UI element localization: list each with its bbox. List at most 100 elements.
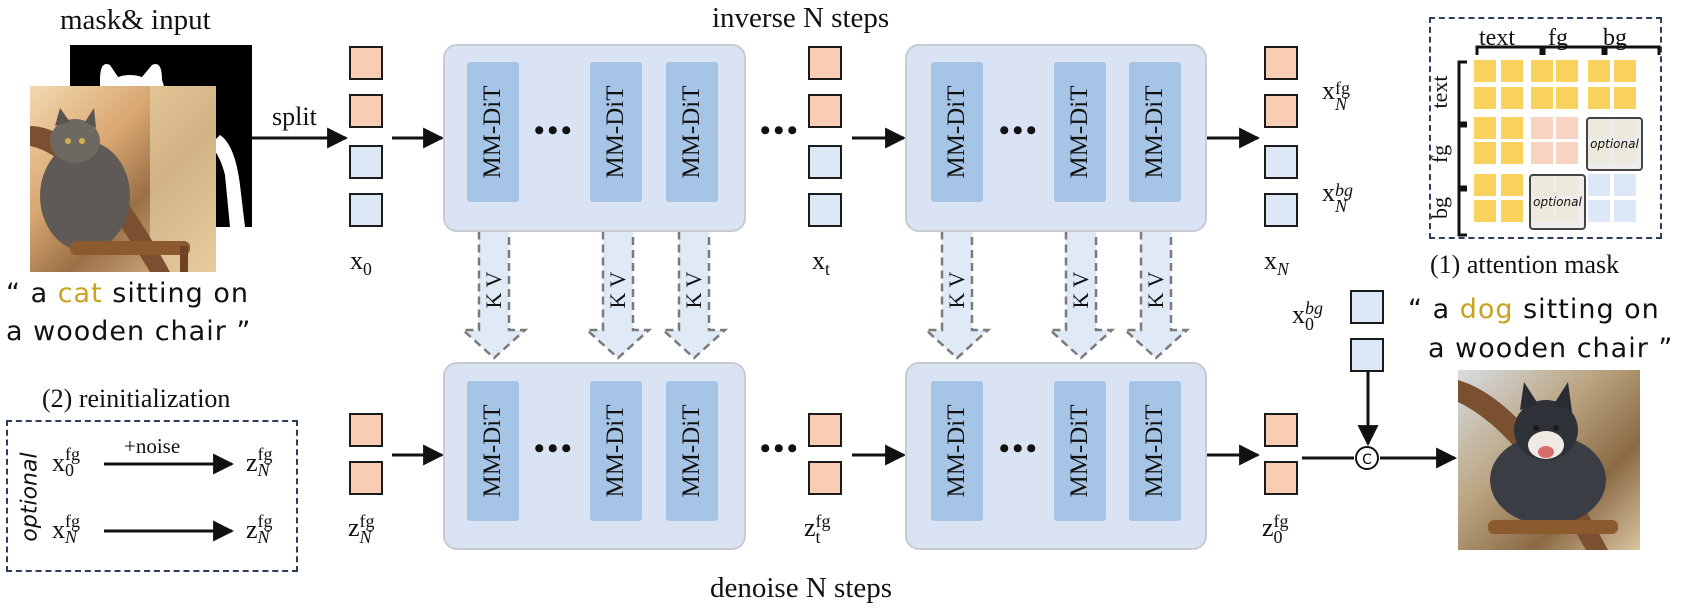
kv-label: K V <box>605 271 630 309</box>
ellipsis: ••• <box>534 114 575 147</box>
kv-arrow <box>659 213 729 360</box>
token-bg <box>1350 338 1384 372</box>
attn-row-bg: bg <box>1427 197 1452 219</box>
token-bg <box>349 145 383 179</box>
kv-arrow <box>1046 213 1116 360</box>
target-prompt-line1: “ a dog sitting on <box>1408 294 1660 325</box>
inverse-label: inverse N steps <box>712 2 890 34</box>
kv-arrow <box>583 213 653 360</box>
kv-arrow <box>922 213 992 360</box>
kv-arrow <box>1121 213 1191 360</box>
attention-cell <box>1588 60 1610 82</box>
concat-icon <box>1355 446 1379 470</box>
attention-cell <box>1614 174 1636 196</box>
kv-arrow <box>459 213 529 360</box>
attn-col-fg: fg <box>1548 25 1568 51</box>
attention-cell <box>1474 142 1496 164</box>
attention-cell <box>1614 87 1636 109</box>
xN-label: xN <box>1264 246 1289 280</box>
source-prompt-line1: “ a cat sitting on <box>6 278 249 309</box>
highlight-word: dog <box>1459 294 1514 325</box>
attention-cell <box>1531 142 1553 164</box>
svg-text:C: C <box>1362 452 1372 468</box>
kv-label: K V <box>1143 271 1168 309</box>
attention-cell <box>1614 60 1636 82</box>
token-fg <box>349 46 383 80</box>
ellipsis: ••• <box>999 432 1040 465</box>
mmdit-block: MM-DiT <box>467 381 519 521</box>
attention-cell <box>1531 60 1553 82</box>
attention-cell <box>1474 174 1496 196</box>
token-fg <box>349 461 383 495</box>
token-bg <box>349 193 383 227</box>
optional-label: optional <box>17 452 43 542</box>
token-fg <box>1264 413 1298 447</box>
attention-cell <box>1556 117 1578 139</box>
kv-label: K V <box>681 271 706 309</box>
token-fg <box>1264 94 1298 128</box>
attn-brackets <box>1457 45 1661 237</box>
attention-cell <box>1501 87 1523 109</box>
attn-row-fg: fg <box>1427 144 1452 164</box>
attention-cell <box>1474 60 1496 82</box>
attn-title: (1) attention mask <box>1430 250 1620 279</box>
token-fg <box>349 94 383 128</box>
reinit-title: (2) reinitialization <box>42 384 231 413</box>
token-bg <box>808 145 842 179</box>
cat-photo <box>30 86 216 272</box>
token-bg <box>808 193 842 227</box>
target-prompt-line2: a wooden chair ” <box>1428 333 1674 364</box>
token-fg <box>349 413 383 447</box>
token-fg <box>808 94 842 128</box>
attention-cell <box>1614 200 1636 222</box>
token-fg <box>808 46 842 80</box>
ellipsis: ••• <box>760 114 801 147</box>
token-bg <box>1350 290 1384 324</box>
mmdit-block: MM-DiT <box>666 62 718 202</box>
optional-box-fg-bg: optional <box>1586 117 1643 171</box>
mmdit-block: MM-DiT <box>666 381 718 521</box>
attention-cell <box>1556 60 1578 82</box>
ellipsis: ••• <box>760 432 801 465</box>
mmdit-block: MM-DiT <box>467 62 519 202</box>
mmdit-block: MM-DiT <box>931 381 983 521</box>
attention-cell <box>1588 87 1610 109</box>
denoise-label: denoise N steps <box>710 572 893 604</box>
attention-cell <box>1501 60 1523 82</box>
attention-cell <box>1588 200 1610 222</box>
attention-cell <box>1556 87 1578 109</box>
optional-box-bg-fg: optional <box>1529 174 1586 230</box>
kv-label: K V <box>481 271 506 309</box>
token-fg <box>808 461 842 495</box>
x0-label: x0 <box>350 246 372 280</box>
attention-cell <box>1531 117 1553 139</box>
mmdit-block: MM-DiT <box>1129 62 1181 202</box>
source-prompt-line2: a wooden chair ” <box>6 316 252 347</box>
attention-cell <box>1501 117 1523 139</box>
noise-label: +noise <box>124 434 181 458</box>
token-bg <box>1264 145 1298 179</box>
dog-photo <box>1458 370 1640 550</box>
mmdit-block: MM-DiT <box>931 62 983 202</box>
attention-cell <box>1474 117 1496 139</box>
xt-label: xt <box>812 246 830 280</box>
token-fg <box>1264 46 1298 80</box>
kv-label: K V <box>1068 271 1093 309</box>
mmdit-block: MM-DiT <box>590 381 642 521</box>
reinit-box <box>6 420 298 572</box>
ellipsis: ••• <box>999 114 1040 147</box>
kv-label: K V <box>944 271 969 309</box>
mask-input-label: mask& input <box>60 4 211 36</box>
attention-cell <box>1556 142 1578 164</box>
mmdit-block: MM-DiT <box>1054 381 1106 521</box>
attention-cell <box>1501 142 1523 164</box>
token-fg <box>808 413 842 447</box>
attention-cell <box>1501 200 1523 222</box>
